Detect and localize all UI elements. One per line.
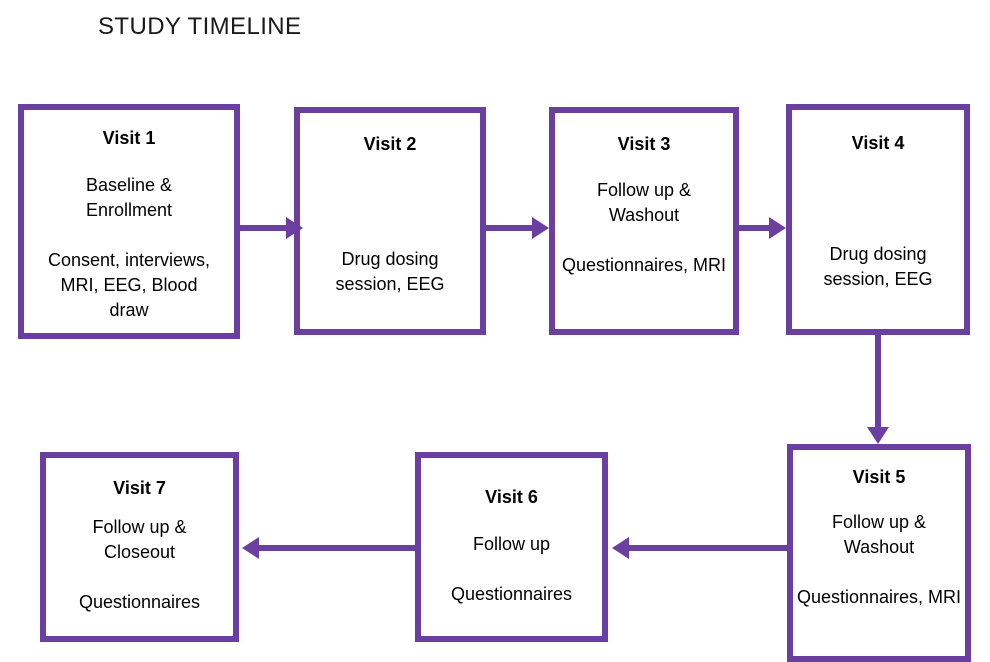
arrow-right-icon — [286, 217, 303, 239]
node-title: Visit 5 — [852, 467, 906, 487]
node-description-primary: Follow up — [472, 534, 551, 554]
flow-node-visit-3[interactable]: Visit 3 Follow up & Washout Questionnair… — [549, 107, 739, 335]
node-description-primary: Follow up & Closeout — [92, 517, 187, 562]
node-description-secondary: Questionnaires, MRI — [796, 587, 962, 607]
node-title: Visit 1 — [102, 128, 156, 148]
arrow-left-icon — [612, 537, 629, 559]
node-description-secondary: Consent, interviews, MRI, EEG, Blood dra… — [47, 250, 211, 320]
connector-line — [629, 545, 787, 551]
connector-line — [486, 225, 532, 231]
node-description-secondary: Questionnaires — [78, 592, 201, 612]
flow-node-visit-4[interactable]: Visit 4 Drug dosing session, EEG — [786, 104, 970, 335]
arrow-right-icon — [769, 217, 786, 239]
node-description-primary: Follow up & Washout — [831, 512, 927, 557]
node-description-secondary: Drug dosing session, EEG — [823, 244, 933, 289]
flow-node-visit-2[interactable]: Visit 2 Drug dosing session, EEG — [294, 107, 486, 335]
node-description-secondary: Drug dosing session, EEG — [335, 249, 445, 294]
node-description-primary: Baseline & Enrollment — [85, 175, 173, 220]
connector-line — [240, 225, 286, 231]
node-title: Visit 2 — [363, 134, 417, 154]
connector-line — [739, 225, 769, 231]
arrow-right-icon — [532, 217, 549, 239]
flow-node-visit-6[interactable]: Visit 6 Follow up Questionnaires — [415, 452, 608, 642]
flow-node-visit-7[interactable]: Visit 7 Follow up & Closeout Questionnai… — [40, 452, 239, 642]
flow-node-visit-1[interactable]: Visit 1 Baseline & Enrollment Consent, i… — [18, 104, 240, 339]
node-description-secondary: Questionnaires — [450, 584, 573, 604]
arrow-left-icon — [242, 537, 259, 559]
node-title: Visit 3 — [617, 134, 671, 154]
node-title: Visit 4 — [851, 133, 905, 153]
node-description-primary: Follow up & Washout — [596, 180, 692, 225]
page-title: STUDY TIMELINE — [98, 13, 302, 40]
node-title: Visit 7 — [113, 478, 166, 498]
node-title: Visit 6 — [485, 487, 538, 507]
flow-node-visit-5[interactable]: Visit 5 Follow up & Washout Questionnair… — [787, 444, 971, 662]
node-description-secondary: Questionnaires, MRI — [561, 255, 727, 275]
connector-line — [259, 545, 415, 551]
arrow-down-icon — [867, 427, 889, 444]
connector-line — [875, 335, 881, 427]
